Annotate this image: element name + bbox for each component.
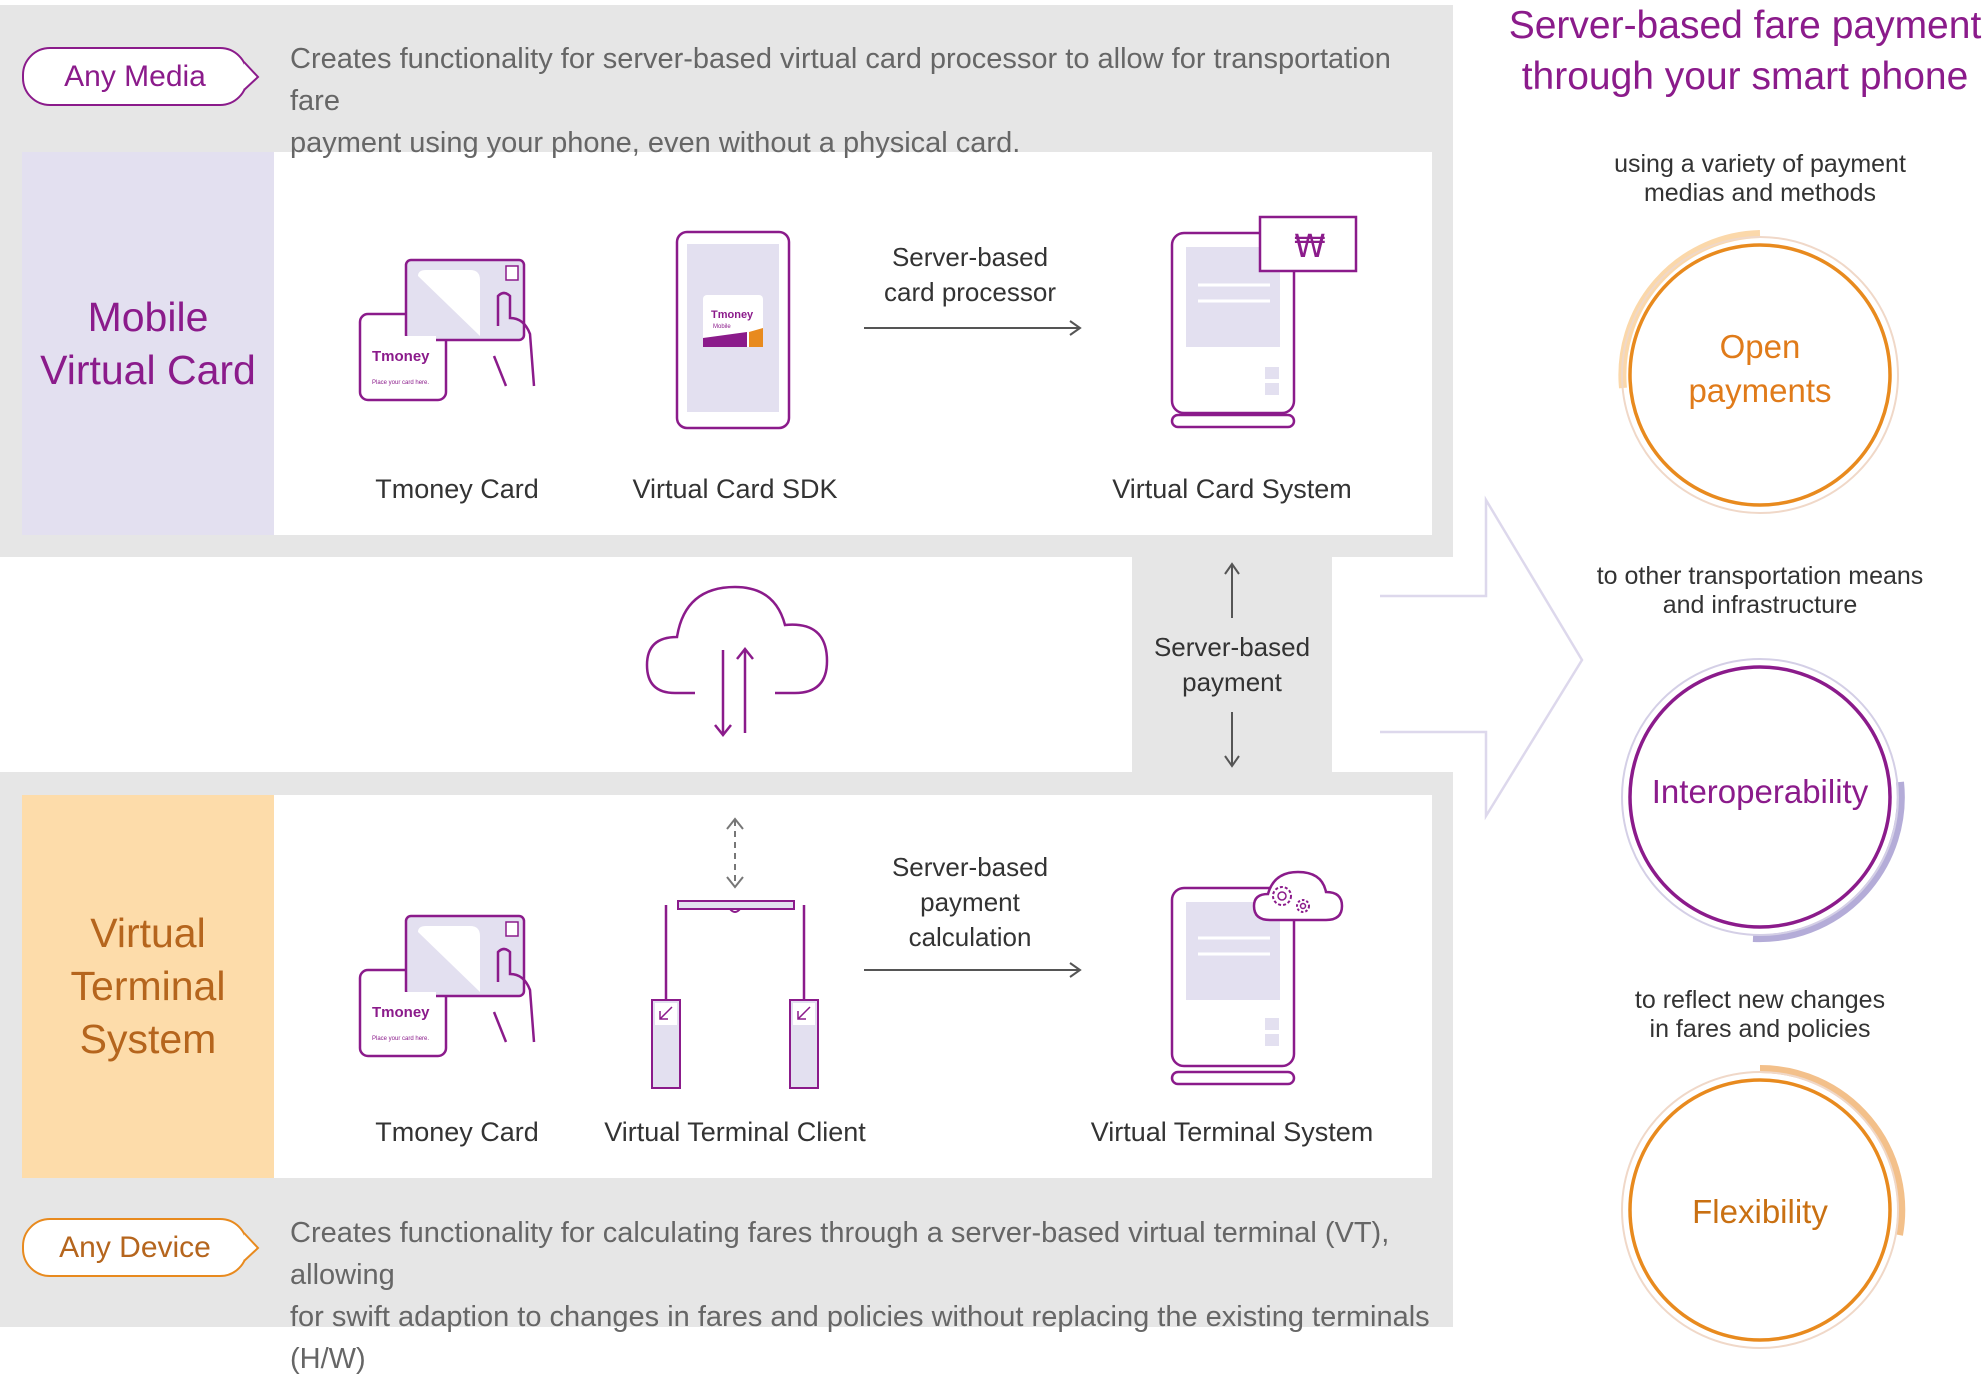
- right-panel-title: Server-based fare payment through your s…: [1508, 4, 1982, 98]
- flexibility-circle: [1621, 1064, 1906, 1349]
- svg-text:Tmoney: Tmoney: [372, 1004, 430, 1021]
- card-brand-text: Tmoney: [372, 348, 430, 365]
- arrow-up-icon: [1224, 562, 1240, 618]
- interoperability-circle: [1621, 658, 1905, 943]
- top-side-box: [22, 152, 274, 535]
- virtual-terminal-gate-illustration: [651, 817, 819, 1089]
- virtual-card-system-caption: Virtual Card System: [1112, 474, 1352, 504]
- arrow-right-icon-top: [864, 320, 1082, 336]
- cloud-sync-icon: [645, 585, 829, 738]
- open-payments-circle: [1618, 230, 1899, 514]
- interoperability-label: Interoperability: [1651, 773, 1869, 810]
- tmoney-card-illustration: Tmoney Place your card here.: [358, 258, 536, 402]
- bottom-description: Creates functionality for calculating fa…: [290, 1217, 1430, 1375]
- tmoney-card-illustration-bottom: Tmoney Place your card here.: [358, 914, 536, 1058]
- won-icon: ₩: [1294, 227, 1326, 265]
- svg-text:Place your card here.: Place your card here.: [372, 1036, 429, 1042]
- pill-pointer-bottom: [243, 1232, 260, 1262]
- virtual-card-sdk-caption: Virtual Card SDK: [632, 474, 838, 504]
- virtual-terminal-system-illustration: [1170, 870, 1344, 1086]
- any-device-pill: Any Device: [22, 1218, 248, 1277]
- gear-icon: [1272, 886, 1292, 906]
- card-hint-text: Place your card here.: [372, 380, 429, 386]
- svg-text:Tmoney: Tmoney: [711, 309, 754, 321]
- svg-text:Mobile: Mobile: [713, 324, 731, 330]
- tmoney-card-caption-top: Tmoney Card: [375, 474, 539, 504]
- tmoney-card-caption-bottom: Tmoney Card: [375, 1117, 539, 1147]
- virtual-terminal-system-caption: Virtual Terminal System: [1090, 1117, 1374, 1147]
- flexibility-label: Flexibility: [1692, 1193, 1828, 1230]
- pill-pointer-top: [243, 61, 260, 91]
- smartphone-illustration: Tmoney Mobile: [675, 230, 791, 430]
- arrow-down-icon: [1224, 712, 1240, 768]
- arrow-right-icon-bottom: [864, 962, 1082, 978]
- bottom-side-box: [22, 795, 274, 1178]
- virtual-card-system-illustration: ₩: [1170, 215, 1358, 429]
- big-right-arrow: [1380, 495, 1584, 821]
- any-media-pill: Any Media: [22, 47, 248, 106]
- virtual-terminal-client-caption: Virtual Terminal Client: [604, 1117, 866, 1147]
- top-description: Creates functionality for server-based v…: [290, 43, 1391, 159]
